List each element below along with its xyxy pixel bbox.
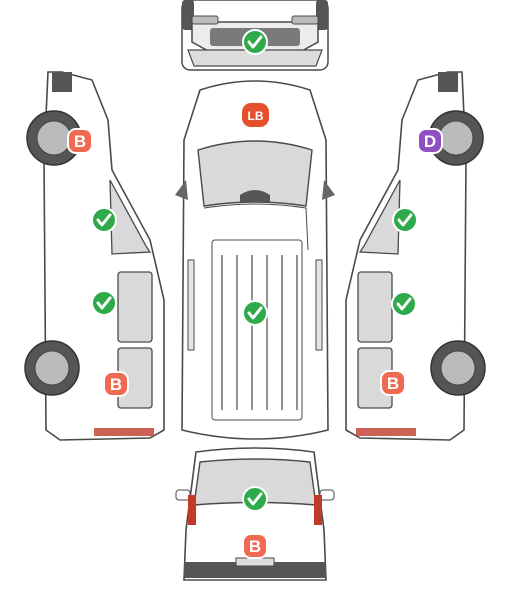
left-side-view[interactable] (24, 71, 165, 441)
roof-sensor (240, 190, 270, 202)
roof-side-window-right (315, 259, 323, 351)
rear-light-right (314, 495, 322, 525)
rear-mirror-left (175, 489, 191, 501)
roof-marker-ok-1[interactable] (242, 300, 268, 326)
damage-markers: B B D B B (67, 29, 443, 559)
damage-code-label: B (387, 374, 399, 393)
brand-logo-text: LB (248, 109, 264, 123)
check-icon (397, 213, 413, 227)
damage-code-label: B (110, 375, 122, 394)
left-mirror (52, 72, 72, 92)
rear-marker-b-damage-2[interactable]: B (242, 533, 268, 559)
roof-view[interactable] (175, 80, 335, 440)
rear-view[interactable] (175, 447, 335, 581)
right-front-rim (438, 120, 474, 156)
check-icon (396, 297, 412, 311)
check-icon (247, 306, 263, 320)
left-side-marker-b-damage-1[interactable]: B (67, 128, 93, 154)
right-rear-rim (440, 350, 476, 386)
left-rear-light (94, 428, 154, 436)
front-headlight-right (291, 15, 319, 25)
rear-mirror-right (319, 489, 335, 501)
check-icon (247, 492, 263, 506)
front-marker-ok-1[interactable] (242, 29, 268, 55)
check-icon (247, 35, 263, 49)
front-mirror-right (316, 0, 328, 30)
windshield (197, 140, 313, 207)
roof-front-edge (203, 203, 309, 251)
right-mirror (438, 72, 458, 92)
rear-bumper (184, 562, 326, 578)
right-side-marker-ok-3[interactable] (391, 291, 417, 317)
left-side-marker-ok-2[interactable] (91, 207, 117, 233)
rear-light-left (188, 495, 196, 525)
right-side-marker-d-damage-1[interactable]: D (417, 128, 443, 154)
right-side-marker-b-damage-4[interactable]: B (380, 370, 406, 396)
damage-code-label: B (249, 537, 261, 556)
right-side-view[interactable] (345, 71, 486, 441)
left-front-rim (36, 120, 72, 156)
right-side-marker-ok-2[interactable] (392, 207, 418, 233)
front-lower-bumper (187, 49, 323, 67)
roof-panel (211, 239, 303, 421)
roof-body-outline (181, 80, 329, 440)
roof-mirror-right (322, 180, 335, 200)
roof-mirror-left (175, 180, 188, 200)
left-side-marker-ok-3[interactable] (91, 290, 117, 316)
brand-logo: LB (242, 103, 269, 127)
left-side-marker-b-damage-4[interactable]: B (103, 371, 129, 397)
damage-code-label: D (424, 132, 436, 151)
check-icon (96, 213, 112, 227)
roof-side-window-left (187, 259, 195, 351)
check-icon (96, 296, 112, 310)
right-rear-light (356, 428, 416, 436)
front-mirror-left (182, 0, 194, 30)
left-sliding-door-window (117, 271, 153, 343)
rear-plate (235, 557, 275, 567)
rear-marker-ok-1[interactable] (242, 486, 268, 512)
damage-code-label: B (74, 132, 86, 151)
front-headlight-left (191, 15, 219, 25)
left-rear-rim (34, 350, 70, 386)
roof-ribs (221, 255, 298, 410)
right-sliding-door-window (357, 271, 393, 343)
